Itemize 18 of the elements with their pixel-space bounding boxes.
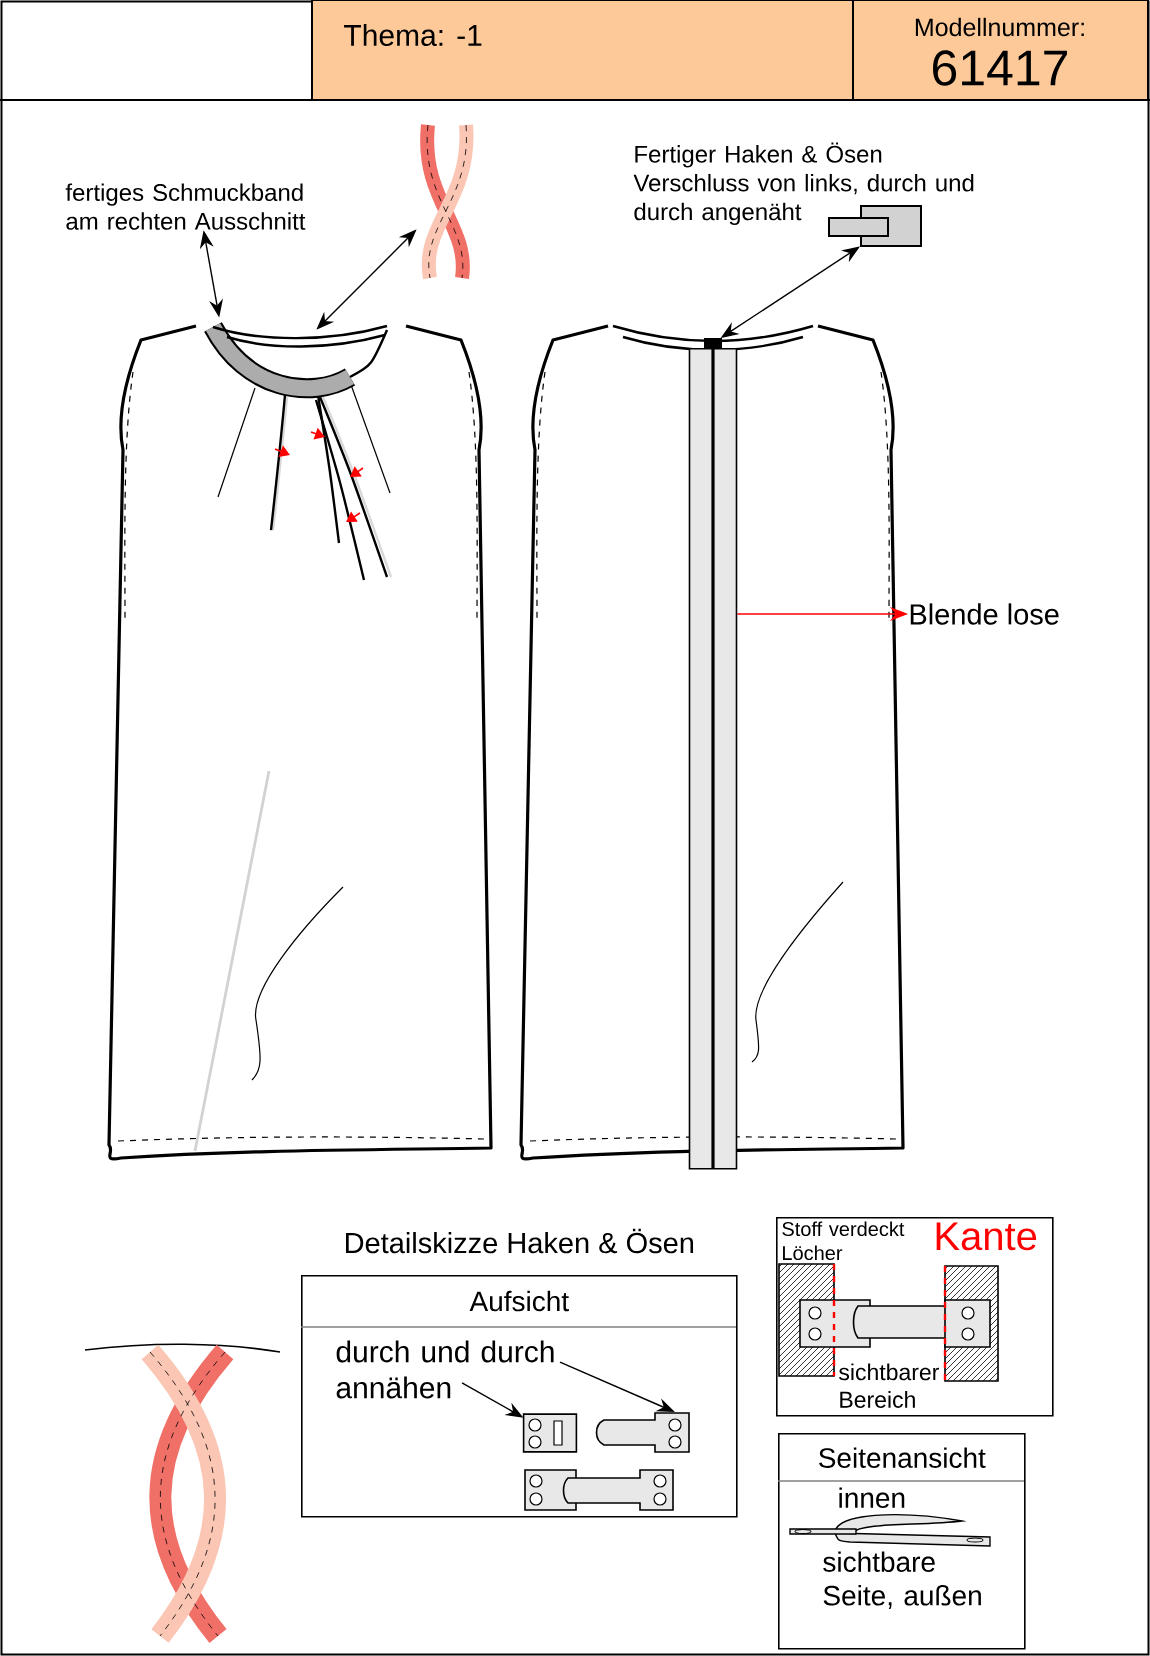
eye-plate-drawing	[522, 1413, 578, 1453]
closure-hook	[704, 338, 722, 348]
callout-text: Fertiger Haken & Ösen Verschluss von links, durch und durch angenäht	[633, 142, 974, 226]
callout-text: fertiges Schmuckband am rechten Ausschnitt	[65, 183, 306, 230]
placket	[688, 348, 738, 1170]
node-label: Detailskizze Haken & Ösen	[346, 1228, 694, 1254]
neck-binding	[212, 324, 389, 379]
callout-text: Blende lose	[910, 603, 1059, 625]
header-cell: Thema: -1	[311, 0, 854, 101]
hook-and-eye-drawing	[524, 1469, 674, 1511]
hook-plate-drawing	[595, 1412, 690, 1453]
hook-drawing	[828, 205, 922, 247]
neckline-band	[204, 321, 355, 399]
side-view-box: Seitenansicht innen sichtbare Seite, außen	[777, 1433, 1026, 1650]
header-cell: Modellnummer: 61417	[852, 0, 1149, 101]
instruction-text: durch und durch annähen	[336, 1340, 554, 1399]
section-view-box: Stoff verdeckt Löcher Kante sichtbarer Bereich	[776, 1217, 1054, 1417]
ribbon-drawing	[420, 124, 474, 279]
